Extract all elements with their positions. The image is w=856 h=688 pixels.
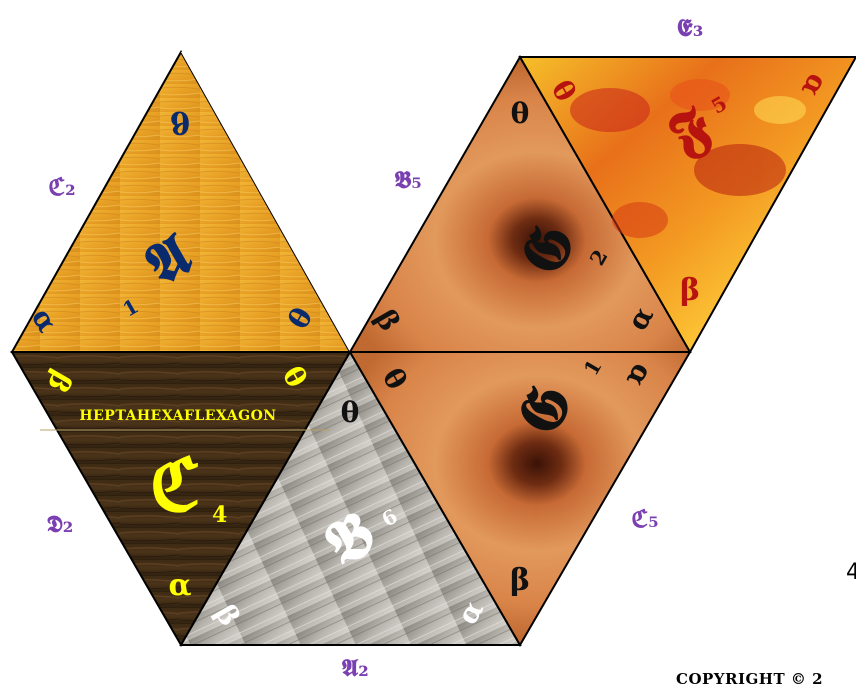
t5-banner: HEPTAHEXAFLEXAGON: [79, 408, 276, 424]
t1-corner-top: ϐ: [170, 104, 190, 139]
t4-corner-bottom: β: [680, 273, 700, 308]
edge-label-b5: 𝕭₅: [394, 165, 422, 194]
edge-label-d2: 𝕯₂: [47, 509, 73, 538]
edge-label-a2: 𝕬₂: [341, 653, 369, 682]
t5-face-letter: ℭ: [150, 442, 201, 527]
t5-corner-bottom: α: [168, 568, 191, 603]
t5-face-subscript: 4: [212, 502, 227, 528]
right-edge-mark: 4: [846, 560, 856, 585]
copyright-text: COPYRIGHT © 2: [676, 670, 823, 688]
t7-corner-bottom: β: [510, 563, 530, 598]
edge-label-e3: 𝕰₃: [677, 13, 703, 42]
edge-label-c2: ℭ₂: [48, 172, 75, 201]
edge-label-c5: ℭ₅: [631, 504, 658, 533]
t6-corner-top: θ: [341, 396, 360, 429]
t3-corner-top: θ: [511, 97, 530, 130]
